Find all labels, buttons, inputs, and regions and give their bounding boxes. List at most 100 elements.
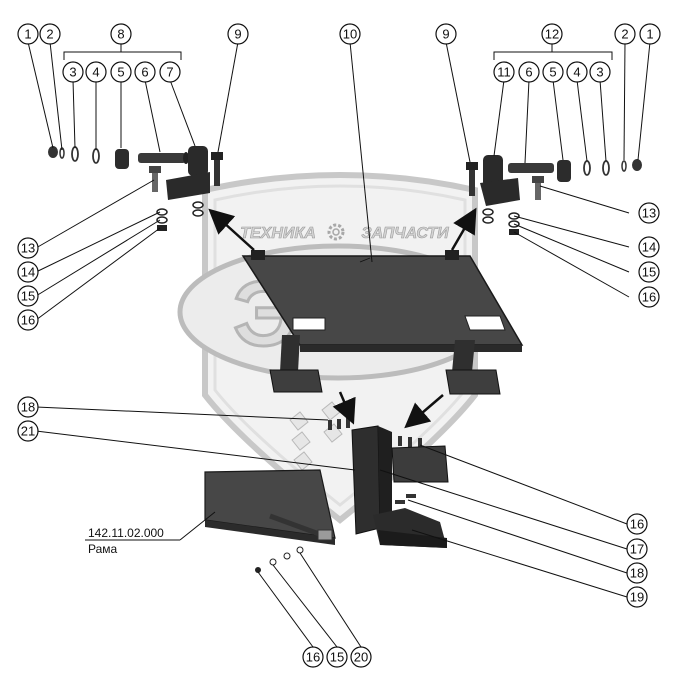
callout-circle	[566, 61, 588, 83]
callout-number: 13	[642, 206, 656, 221]
callout-number: 14	[21, 265, 35, 280]
callout-circle	[626, 538, 648, 560]
callout-circle	[339, 23, 361, 45]
callout-circle	[541, 23, 563, 45]
callout-c15c: 15	[326, 646, 348, 668]
callout-c21: 21	[17, 420, 39, 442]
callout-c15b: 15	[638, 261, 660, 283]
callout-c7: 7	[159, 61, 181, 83]
callout-number: 16	[630, 517, 644, 532]
callout-number: 11	[497, 65, 511, 80]
callout-c20: 20	[350, 646, 372, 668]
callout-number: 3	[596, 65, 603, 80]
callout-c17: 17	[626, 538, 648, 560]
callout-circle	[17, 285, 39, 307]
callout-c18a: 18	[17, 396, 39, 418]
callout-circle	[17, 309, 39, 331]
callout-c6b: 6	[518, 61, 540, 83]
callout-c15a: 15	[17, 285, 39, 307]
callout-number: 16	[642, 290, 656, 305]
callout-number: 16	[306, 650, 320, 665]
callout-number: 9	[234, 27, 241, 42]
callout-number: 16	[21, 313, 35, 328]
callout-circle	[17, 396, 39, 418]
callout-c9b: 9	[435, 23, 457, 45]
callout-number: 10	[343, 27, 357, 42]
lower-assembly	[204, 418, 449, 573]
callout-c10: 10	[339, 23, 361, 45]
callout-number: 6	[525, 65, 532, 80]
callout-c1a: 1	[17, 23, 39, 45]
callout-number: 18	[630, 566, 644, 581]
callout-c4a: 4	[85, 61, 107, 83]
callout-c3a: 3	[62, 61, 84, 83]
callout-circle	[17, 237, 39, 259]
callout-c16c: 16	[626, 513, 648, 535]
callout-circle	[638, 202, 660, 224]
callout-number: 13	[21, 241, 35, 256]
callout-circle	[17, 23, 39, 45]
callout-circle	[227, 23, 249, 45]
leader-lines	[27, 41, 651, 648]
callout-circle	[518, 61, 540, 83]
callout-circle	[110, 61, 132, 83]
watermark-text-right: ЗАПЧАСТИ	[361, 225, 449, 242]
callout-c2b: 2	[614, 23, 636, 45]
callout-c6a: 6	[134, 61, 156, 83]
callout-number: 17	[630, 542, 644, 557]
callout-number: 2	[46, 27, 53, 42]
callout-circle	[638, 261, 660, 283]
assembly-arrows	[208, 207, 477, 429]
callout-c2a: 2	[39, 23, 61, 45]
callout-number: 5	[117, 65, 124, 80]
callout-c1b: 1	[639, 23, 661, 45]
callout-number: 3	[69, 65, 76, 80]
callout-circle	[350, 646, 372, 668]
callout-circle	[134, 61, 156, 83]
callout-c5b: 5	[542, 61, 564, 83]
callout-number: 8	[117, 27, 124, 42]
callout-number: 2	[621, 27, 628, 42]
callout-c13b: 13	[638, 202, 660, 224]
callout-c16a: 16	[17, 309, 39, 331]
callout-circle	[638, 286, 660, 308]
callout-circle	[302, 646, 324, 668]
callout-number: 14	[642, 240, 656, 255]
callout-circle	[159, 61, 181, 83]
callout-number: 7	[166, 65, 173, 80]
callout-circle	[110, 23, 132, 45]
callout-number: 15	[21, 289, 35, 304]
callout-c19: 19	[626, 586, 648, 608]
callout-number: 5	[549, 65, 556, 80]
assembly-name: Рама	[88, 542, 118, 556]
callout-c9a: 9	[227, 23, 249, 45]
callout-c3b: 3	[589, 61, 611, 83]
callout-circle	[639, 23, 661, 45]
callout-c11: 11	[493, 61, 515, 83]
callout-circle	[435, 23, 457, 45]
frame-plate	[241, 250, 524, 395]
callout-c5a: 5	[110, 61, 132, 83]
callout-number: 4	[92, 65, 99, 80]
callout-number: 19	[630, 590, 644, 605]
callout-circle	[589, 61, 611, 83]
callout-circle	[626, 513, 648, 535]
callout-circle	[493, 61, 515, 83]
gear-icon	[327, 223, 345, 241]
callout-c14b: 14	[638, 236, 660, 258]
callout-number: 6	[141, 65, 148, 80]
callout-circle	[626, 562, 648, 584]
callout-number: 21	[21, 424, 35, 439]
callout-circle	[638, 236, 660, 258]
callout-c18b: 18	[626, 562, 648, 584]
callout-c13a: 13	[17, 237, 39, 259]
callout-number: 9	[442, 27, 449, 42]
watermark-text-left: ТЕХНИКА	[240, 225, 316, 242]
callout-circle	[39, 23, 61, 45]
callout-circle	[17, 261, 39, 283]
callout-number: 15	[642, 265, 656, 280]
assembly-label: 142.11.02.000 Рама	[88, 526, 164, 556]
callout-c16b: 16	[638, 286, 660, 308]
